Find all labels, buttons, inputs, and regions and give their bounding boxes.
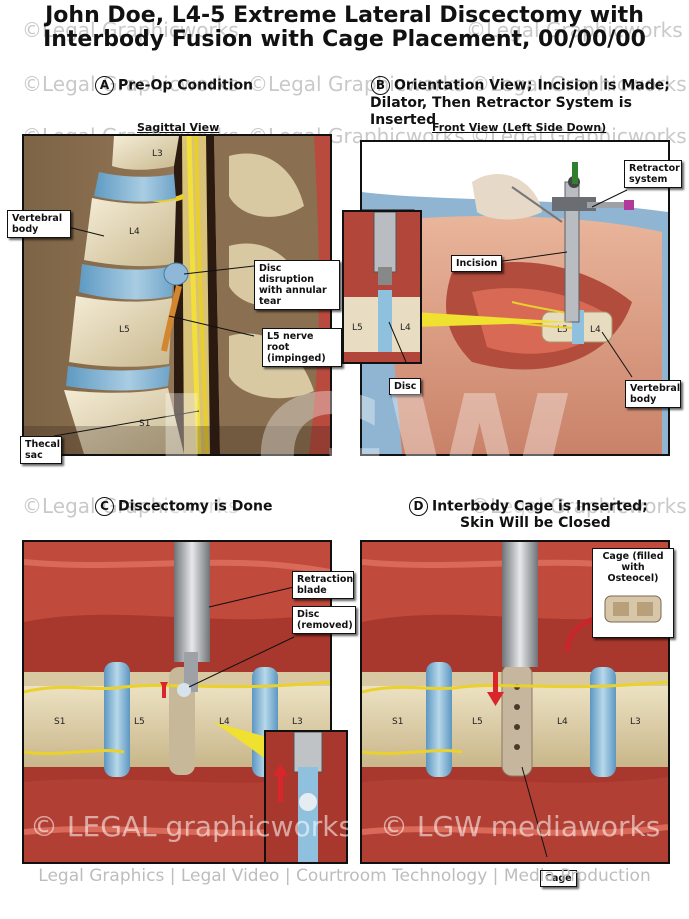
sagittal-spine-svg: L3 L4 L5 S1 [24, 136, 330, 454]
callout-l5-nerve-root: L5 nerve root (impinged) [262, 328, 342, 367]
callout-cage: Cage [540, 870, 577, 887]
panel-c-letter: C [95, 497, 114, 516]
callout-disc-removed: Disc (removed) [292, 606, 356, 634]
callout-vertebral-body: Vertebral body [7, 210, 71, 238]
inset-disc-svg: L5 L4 [344, 212, 420, 362]
panel-b-view-label: Front View (Left Side Down) [432, 121, 607, 134]
label-l5: L5 [119, 325, 130, 335]
panel-a-illustration: L3 L4 L5 S1 [22, 134, 332, 456]
label-b-l4: L4 [590, 325, 601, 335]
callout-retraction-blade: Retraction blade [292, 571, 354, 599]
panel-c-title: Discectomy is Done [118, 498, 273, 515]
callout-disc-disruption: Disc disruption with annular tear [254, 260, 340, 310]
label-c-l4: L4 [219, 717, 230, 727]
panel-a-view-label: Sagittal View [137, 121, 220, 134]
callout-cage-filled: Cage (filled with Osteocel) [592, 548, 674, 638]
panel-b-illustration: L5 L4 [360, 140, 670, 456]
cage-icon [604, 595, 662, 623]
label-c-s1: S1 [54, 717, 65, 727]
label-d-s1: S1 [392, 717, 403, 727]
front-view-svg: L5 L4 [362, 142, 668, 454]
page-title: John Doe, L4-5 Extreme Lateral Discectom… [0, 4, 689, 52]
title-line-1: John Doe, L4-5 Extreme Lateral Discectom… [45, 3, 644, 28]
panel-c-inset [264, 730, 348, 864]
title-line-2: Interbody Fusion with Cage Placement, 00… [43, 27, 646, 52]
label-d-l4: L4 [557, 717, 568, 727]
panel-d-title-1: Interbody Cage is Inserted; [432, 498, 648, 515]
label-c-l5: L5 [134, 717, 145, 727]
callout-cage-filled-text: Cage (filled with Osteocel) [602, 551, 664, 584]
label-b-l5: L5 [557, 325, 568, 335]
panel-b-title-1: Orientation View; Incision is Made; [394, 77, 670, 94]
panel-d-heading-2: Skin Will be Closed [460, 515, 611, 531]
panel-b-letter: B [371, 76, 390, 95]
label-s1: S1 [139, 419, 150, 429]
panel-a-letter: A [95, 76, 114, 95]
footer-tagline: Legal Graphics | Legal Video | Courtroom… [38, 866, 651, 886]
inset-c-svg [266, 732, 346, 862]
label-inset-l4: L4 [400, 323, 411, 333]
callout-vertebral-body-b: Vertebral body [625, 380, 681, 408]
label-c-l3: L3 [292, 717, 303, 727]
panel-b-inset: L5 L4 [342, 210, 422, 364]
callout-incision: Incision [451, 255, 503, 272]
label-d-l3: L3 [630, 717, 641, 727]
label-l4: L4 [129, 227, 140, 237]
callout-disc: Disc [389, 378, 422, 395]
callout-retractor-system: Retractor system [624, 160, 682, 188]
label-inset-l5: L5 [352, 323, 363, 333]
callout-thecal-sac: Thecal sac [20, 436, 62, 464]
label-l3: L3 [152, 149, 163, 159]
panel-a-title: Pre-Op Condition [118, 77, 254, 94]
panel-d-letter: D [409, 497, 428, 516]
panel-b-heading-2: Dilator, Then Retractor System is Insert… [370, 95, 632, 128]
label-d-l5: L5 [472, 717, 483, 727]
